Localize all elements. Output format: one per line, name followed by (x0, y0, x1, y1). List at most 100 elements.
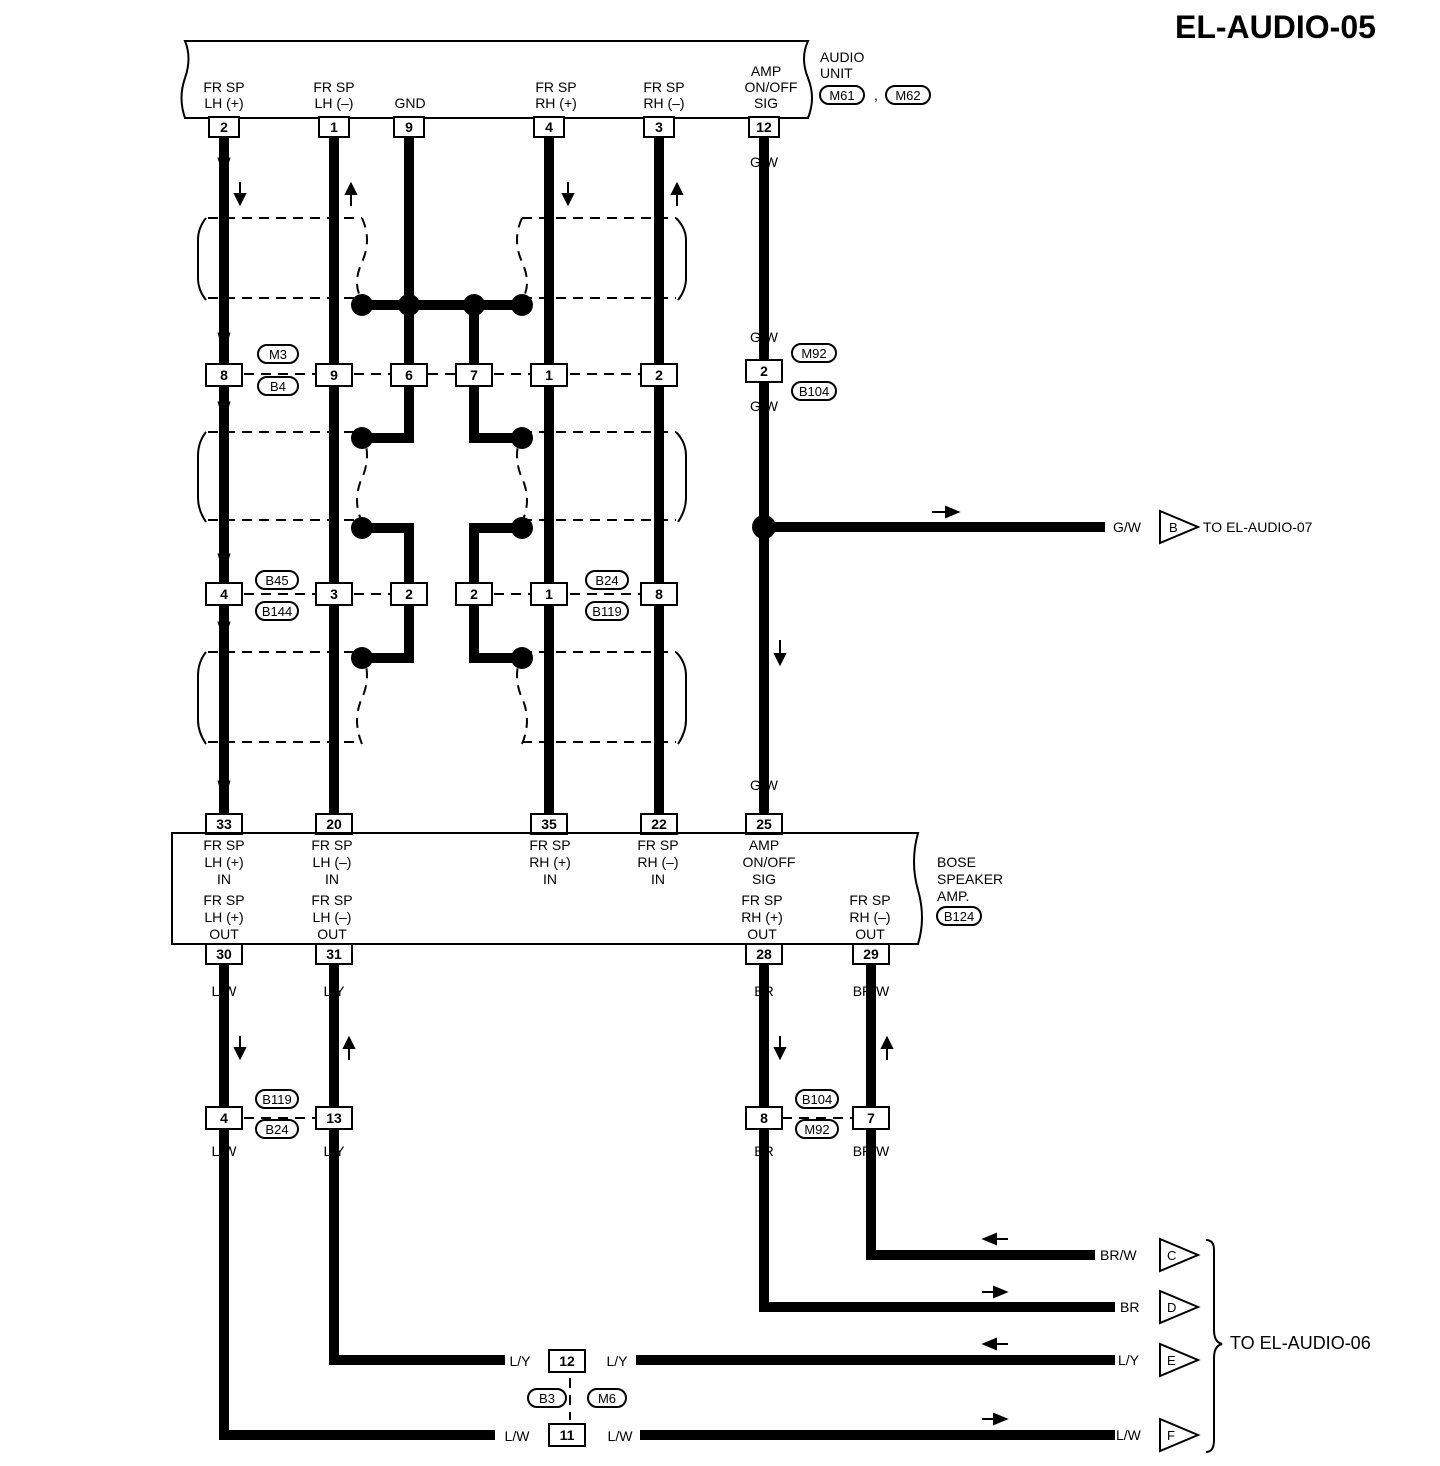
au-pin-3: 9 (405, 119, 413, 135)
out-c-wire: BR/W (1100, 1247, 1137, 1263)
audio-unit-connector-sep: , (874, 87, 878, 103)
out-c-letter: C (1167, 1248, 1176, 1263)
amp-in-pin-3: 35 (541, 816, 557, 832)
row2-conn-left-bot: B144 (262, 604, 292, 619)
amp-in-4-l1: FR SP (637, 837, 678, 853)
out-d-letter: D (1167, 1300, 1176, 1315)
amp-in-3-l2: RH (+) (529, 854, 571, 870)
arrow-down-icon (773, 640, 787, 667)
amp-label-1: BOSE (937, 854, 976, 870)
wire-label: W (217, 398, 231, 414)
row1-gw-pin: 2 (760, 363, 768, 379)
amp-in-4-l3: IN (651, 871, 665, 887)
junction-dot (351, 294, 373, 316)
row3-right-pin-1: 8 (760, 1110, 768, 1126)
wire-label: R (654, 329, 664, 345)
row2-pin-6: 8 (655, 586, 663, 602)
row1-pin-3: 6 (405, 367, 413, 383)
amp-in-1-l1: FR SP (203, 837, 244, 853)
row2-conn-left-top: B45 (265, 573, 288, 588)
direction-arrows (233, 181, 1009, 1426)
junction-dot (351, 647, 373, 669)
amp-out-pin-1: 30 (216, 946, 232, 962)
wire-label: R (654, 550, 664, 566)
wire-label: W (217, 154, 231, 170)
row3-left-conn-bot: B24 (265, 1122, 288, 1137)
inline-pin-top: 12 (559, 1353, 575, 1369)
amp-out-pin-2: 31 (326, 946, 342, 962)
arrow-down-icon (561, 182, 575, 207)
wire-label: B (329, 398, 338, 414)
junction-dot (351, 517, 373, 539)
wire-label: W (217, 777, 231, 793)
wire-label: G (544, 329, 555, 345)
au-pin-4-label-2: RH (+) (535, 95, 577, 111)
wire-label: BR/W (853, 983, 890, 999)
wire-label: G (544, 398, 555, 414)
connector-ovals: M3 B4 M92 B104 B45 B144 B24 B119 B119 B2… (255, 343, 839, 1408)
amp-in-5-l3: SIG (752, 871, 776, 887)
au-pin-6-label-3: SIG (754, 95, 778, 111)
wire-label: L/W (212, 983, 238, 999)
au-pin-4-label-1: FR SP (535, 79, 576, 95)
offpage-connector-b: G/W B TO EL-AUDIO-07 (1113, 509, 1313, 545)
outputs-dest: TO EL-AUDIO-06 (1230, 1333, 1371, 1353)
amp-out-1-l1: FR SP (203, 892, 244, 908)
row3-left-pin-2: 13 (326, 1110, 342, 1126)
au-pin-4: 4 (545, 119, 553, 135)
amp-in-3-l1: FR SP (529, 837, 570, 853)
row1-conn-top: M3 (269, 347, 287, 362)
wire-label: BR/W (853, 1143, 890, 1159)
amp-out-3-l1: FR SP (741, 892, 782, 908)
amp-in-2-l1: FR SP (311, 837, 352, 853)
inline-pin-bot: 11 (560, 1427, 575, 1443)
arrow-right-icon (932, 505, 961, 519)
au-pin-1-label-1: FR SP (203, 79, 244, 95)
row2-pin-4: 2 (470, 586, 478, 602)
junction-dot (398, 294, 420, 316)
au-pin-2: 1 (330, 119, 338, 135)
amp-in-2-l2: LH (–) (313, 854, 352, 870)
amp-in-pin-2: 20 (326, 816, 342, 832)
row1-pin-1: 8 (220, 367, 228, 383)
offpage-connectors-audio-06: BR/W C BR D L/Y E L/W F TO EL-AUDIO-06 (1100, 1237, 1371, 1453)
audio-unit: AUDIO UNIT M61 , M62 (180, 40, 931, 119)
wire-label: G (544, 618, 555, 634)
amp-in-1-l2: LH (+) (204, 854, 243, 870)
shields (197, 217, 687, 745)
au-pin-1-label-2: LH (+) (204, 95, 243, 111)
au-pin-2-label-2: LH (–) (315, 95, 354, 111)
connector-links (244, 373, 852, 1420)
wire-label: G (544, 550, 555, 566)
wire-label: B (329, 550, 338, 566)
audio-unit-connector-b: M62 (895, 88, 920, 103)
arrow-left-icon (981, 1337, 1008, 1351)
amp-out-pin-3: 28 (756, 946, 772, 962)
au-pin-5-label-2: RH (–) (643, 95, 684, 111)
wire-label: G/W (750, 777, 779, 793)
wire-label: L/Y (323, 983, 345, 999)
wire-label: L/W (608, 1428, 634, 1444)
amp-in-3-l3: IN (543, 871, 557, 887)
wires (219, 136, 1115, 1440)
wire-label: G (544, 154, 555, 170)
amp-connector: B124 (944, 909, 974, 924)
row3-left-conn-top: B119 (262, 1092, 291, 1107)
amp-label-2: SPEAKER (937, 871, 1003, 887)
au-pin-5-label-1: FR SP (643, 79, 684, 95)
arrow-down-icon (773, 1036, 787, 1061)
out-e-wire: L/Y (1118, 1352, 1140, 1368)
wire-label: B (329, 777, 338, 793)
arrow-up-icon (342, 1035, 356, 1060)
branch-b-wire: G/W (1113, 519, 1142, 535)
wire-label: G/W (750, 154, 779, 170)
amp-in-pin-1: 33 (216, 816, 232, 832)
amp-out-1-l3: OUT (209, 926, 239, 942)
amp-in-pin-4: 22 (651, 816, 667, 832)
out-d-wire: BR (1120, 1299, 1139, 1315)
row1-gw-conn-bot: B104 (799, 384, 829, 399)
junction-dot (511, 294, 533, 316)
wire-label: L/Y (323, 1143, 345, 1159)
row3-right-conn-bot: M92 (804, 1122, 829, 1137)
row2-pin-5: 1 (545, 586, 553, 602)
